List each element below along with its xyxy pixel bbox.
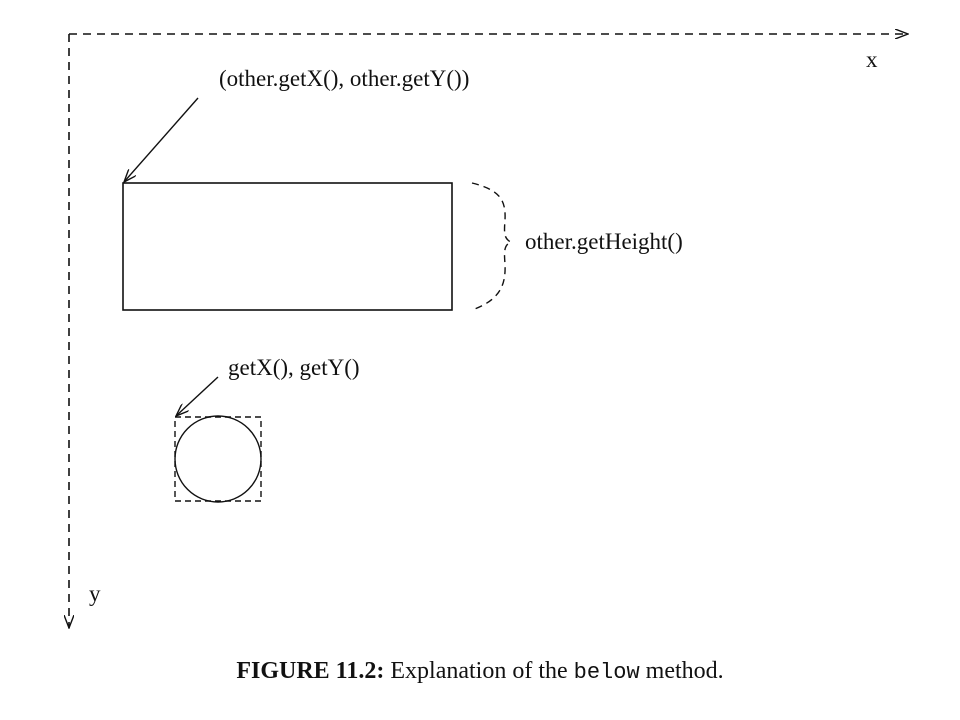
self-origin-arrow bbox=[176, 376, 219, 416]
figure-caption: FIGURE 11.2: Explanation of the below me… bbox=[0, 658, 960, 685]
other-rectangle bbox=[122, 182, 453, 311]
height-brace bbox=[471, 182, 513, 311]
other-origin-arrow bbox=[124, 97, 199, 182]
caption-code: below bbox=[573, 660, 640, 685]
x-axis-label: x bbox=[866, 47, 878, 72]
caption-post: method. bbox=[639, 658, 724, 684]
self-origin-label: getX(), getY() bbox=[228, 355, 360, 380]
self-bounding-box bbox=[174, 416, 262, 502]
y-axis-label: y bbox=[89, 581, 101, 606]
other-origin-label: (other.getX(), other.getY()) bbox=[219, 66, 470, 91]
ball bbox=[174, 415, 262, 503]
caption-lead: FIGURE 11.2: bbox=[236, 658, 385, 684]
other-height-label: other.getHeight() bbox=[525, 229, 683, 254]
caption-pre: Explanation of the bbox=[384, 658, 574, 684]
